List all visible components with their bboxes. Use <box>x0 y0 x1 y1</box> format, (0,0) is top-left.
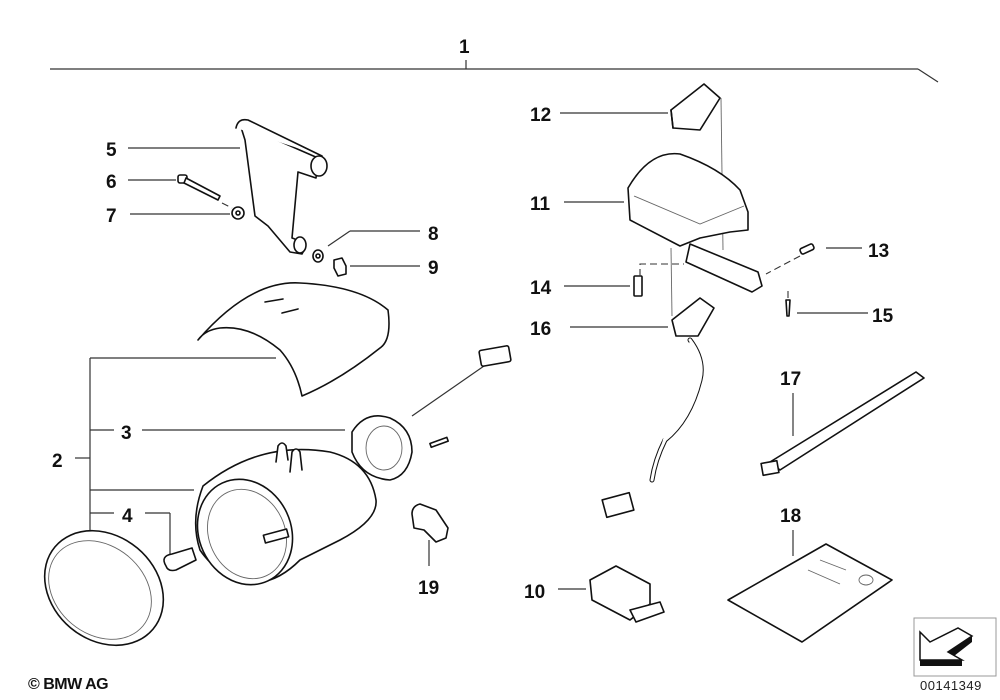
callout-label-1[interactable]: 1 <box>459 37 470 58</box>
callout-label-9[interactable]: 9 <box>428 258 439 279</box>
switch-with-wiring <box>601 247 715 519</box>
bulb <box>163 547 197 572</box>
screw-15 <box>785 288 791 317</box>
callout-label-8[interactable]: 8 <box>428 224 439 245</box>
washer-8 <box>312 249 324 263</box>
callout-label-15[interactable]: 15 <box>872 306 894 327</box>
nut <box>333 257 347 277</box>
callout-1-bracket <box>50 60 939 83</box>
arrow-down-left-icon[interactable] <box>913 617 997 677</box>
callout-label-13[interactable]: 13 <box>868 241 889 262</box>
cable-tie <box>760 371 925 477</box>
callout-label-3[interactable]: 3 <box>121 423 132 444</box>
callout-label-5[interactable]: 5 <box>106 140 117 161</box>
washer-7 <box>221 202 245 220</box>
visor <box>197 282 390 397</box>
clip <box>411 503 449 543</box>
callout-label-16[interactable]: 16 <box>530 319 551 340</box>
screw-13 <box>765 243 815 275</box>
headlight-lens <box>43 529 165 647</box>
callout-label-6[interactable]: 6 <box>106 172 117 193</box>
callout-label-10[interactable]: 10 <box>524 582 545 603</box>
callout-label-4[interactable]: 4 <box>122 506 133 527</box>
relay <box>589 565 665 623</box>
callout-label-11[interactable]: 11 <box>530 194 551 215</box>
mounting-bracket <box>235 118 328 255</box>
callout-label-18[interactable]: 18 <box>780 506 801 527</box>
screw-14 <box>633 263 684 297</box>
callout-label-2[interactable]: 2 <box>52 451 63 472</box>
socket-ring <box>351 345 512 481</box>
callout-label-7[interactable]: 7 <box>106 206 117 227</box>
bolt <box>177 174 221 201</box>
callout-label-12[interactable]: 12 <box>530 105 551 126</box>
headlight-housing <box>194 442 377 586</box>
diagram-code: 00141349 <box>920 678 982 693</box>
callout-label-19[interactable]: 19 <box>418 578 439 599</box>
callout-label-17[interactable]: 17 <box>780 369 801 390</box>
copyright-text: © BMW AG <box>28 676 109 693</box>
instructions-booklet <box>727 543 893 643</box>
switch-housing <box>627 152 763 293</box>
callout-label-14[interactable]: 14 <box>530 278 552 299</box>
callout-2-bracket <box>75 357 345 557</box>
